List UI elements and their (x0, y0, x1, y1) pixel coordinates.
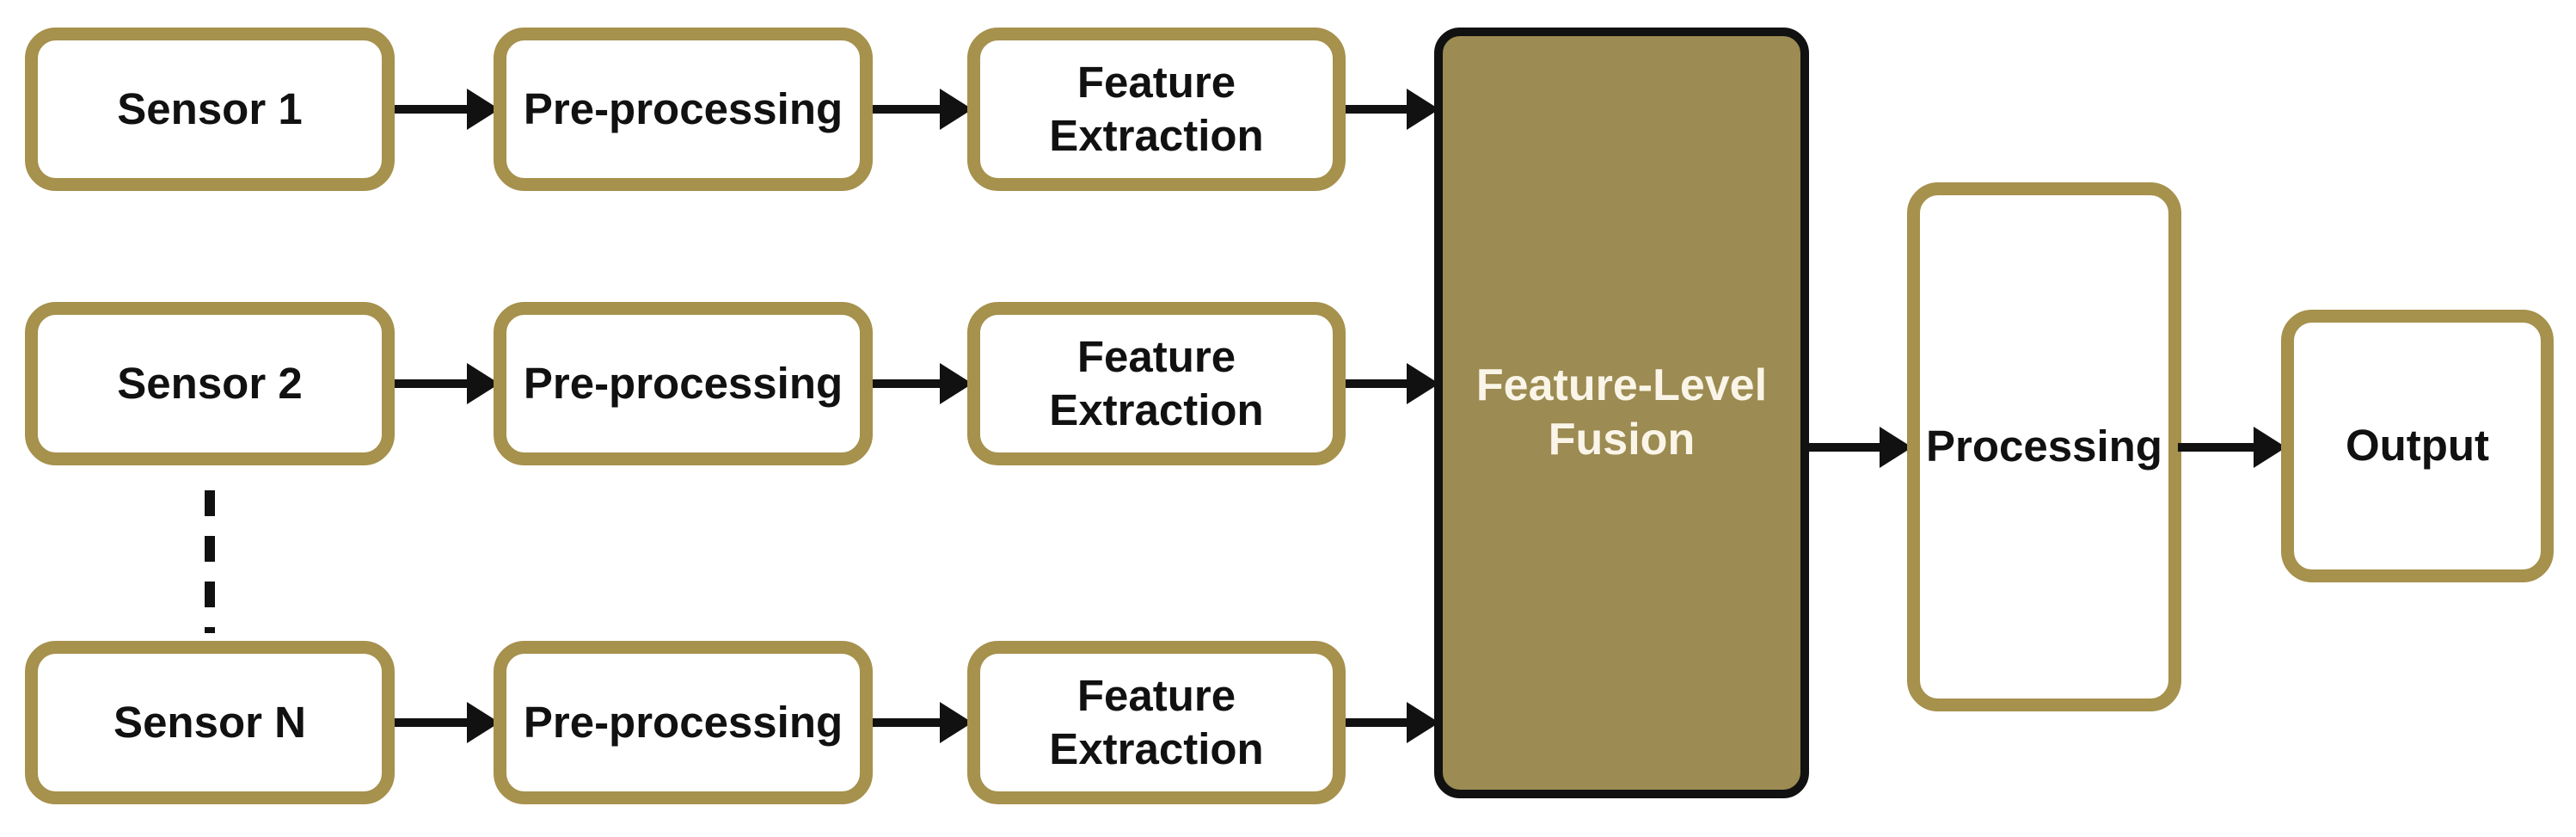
sensor-2-label: Sensor 2 (117, 358, 303, 408)
arrow-shaft (873, 105, 947, 114)
processing-box: Processing (1907, 182, 2181, 711)
processing-label: Processing (1926, 422, 2162, 471)
output-label: Output (2345, 421, 2490, 471)
feature-extraction-n-line1: Feature (1076, 670, 1236, 720)
feature-extraction-2-line2: Extraction (1049, 385, 1264, 434)
arrow-shaft (395, 379, 474, 388)
arrow-preprocessing1-to-feature (873, 89, 972, 130)
arrow-preprocessing2-to-feature (873, 363, 972, 404)
arrowhead-icon (2254, 427, 2286, 468)
arrow-fusion-to-processing (1806, 427, 1912, 468)
arrow-feature2-to-fusion (1346, 363, 1439, 404)
preprocessing-n-label: Pre-processing (523, 697, 843, 747)
sensor-1-box: Sensor 1 (25, 28, 395, 191)
arrow-shaft (873, 718, 947, 727)
feature-level-fusion-box: Feature-Level Fusion (1434, 28, 1809, 798)
arrow-sensorN-to-preprocessing (395, 702, 500, 743)
arrowhead-icon (940, 89, 972, 130)
arrowhead-icon (1407, 702, 1439, 743)
fusion-label-line2: Fusion (1548, 415, 1696, 465)
arrowhead-icon (1407, 89, 1439, 130)
feature-extraction-2-line1: Feature (1076, 331, 1236, 381)
vertical-ellipsis-dashed-line (205, 490, 215, 633)
arrow-processing-to-output (2178, 427, 2286, 468)
arrow-shaft (395, 105, 474, 114)
arrow-shaft (1346, 379, 1414, 388)
arrow-preprocessingN-to-feature (873, 702, 972, 743)
arrow-featureN-to-fusion (1346, 702, 1439, 743)
sensor-2-box: Sensor 2 (25, 302, 395, 465)
arrow-sensor1-to-preprocessing (395, 89, 500, 130)
sensor-n-box: Sensor N (25, 641, 395, 804)
preprocessing-1-box: Pre-processing (494, 28, 873, 191)
sensor-1-label: Sensor 1 (117, 83, 303, 133)
arrow-feature1-to-fusion (1346, 89, 1439, 130)
arrow-sensor2-to-preprocessing (395, 363, 500, 404)
feature-extraction-n-box: Feature Extraction (967, 641, 1346, 804)
arrow-shaft (1806, 443, 1886, 452)
preprocessing-2-box: Pre-processing (494, 302, 873, 465)
arrowhead-icon (1407, 363, 1439, 404)
fusion-label-line1: Feature-Level (1475, 360, 1768, 410)
preprocessing-n-box: Pre-processing (494, 641, 873, 804)
sensor-n-label: Sensor N (113, 697, 306, 747)
preprocessing-1-label: Pre-processing (523, 83, 843, 133)
arrowhead-icon (940, 702, 972, 743)
feature-extraction-1-box: Feature Extraction (967, 28, 1346, 191)
arrow-shaft (1346, 105, 1414, 114)
feature-extraction-1-line1: Feature (1076, 57, 1236, 107)
output-box: Output (2281, 310, 2554, 582)
feature-extraction-2-box: Feature Extraction (967, 302, 1346, 465)
arrow-shaft (873, 379, 947, 388)
arrow-shaft (1346, 718, 1414, 727)
arrowhead-icon (1880, 427, 1912, 468)
preprocessing-2-label: Pre-processing (523, 358, 843, 408)
arrow-shaft (395, 718, 474, 727)
feature-extraction-1-line2: Extraction (1049, 111, 1264, 160)
arrowhead-icon (940, 363, 972, 404)
feature-extraction-n-line2: Extraction (1049, 724, 1264, 773)
arrow-shaft (2178, 443, 2260, 452)
